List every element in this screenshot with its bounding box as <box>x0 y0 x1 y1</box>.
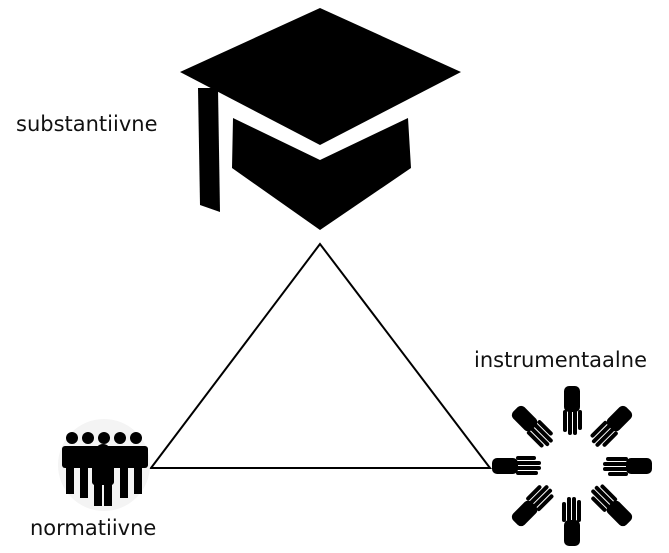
label-substantive: substantiivne <box>16 112 158 136</box>
label-instrumental: instrumentaalne <box>474 348 647 372</box>
group-of-people-icon <box>58 419 150 511</box>
triangle <box>148 242 493 469</box>
graduation-cap-icon <box>180 8 461 230</box>
label-normative: normatiivne <box>30 516 157 540</box>
circle-of-hands-icon <box>492 386 652 546</box>
